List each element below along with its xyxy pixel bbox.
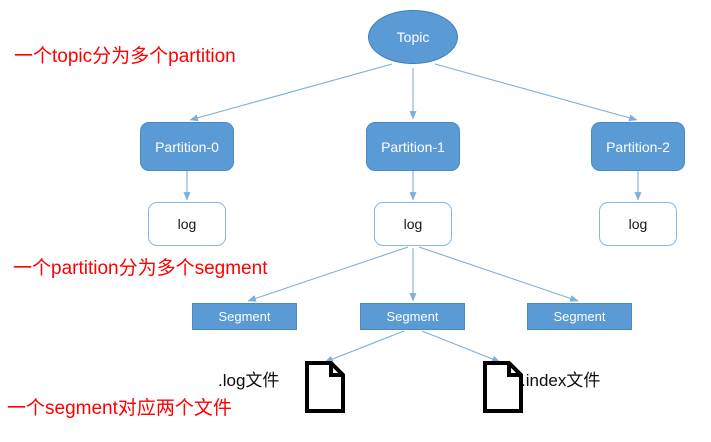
node-segment-2[interactable]: Segment: [527, 303, 632, 330]
document-icon: [305, 361, 345, 413]
annotation-partition-segment: 一个partition分为多个segment: [13, 258, 268, 279]
edge-log-segment-0: [247, 246, 409, 302]
node-partition-2-label: Partition-2: [606, 138, 670, 155]
node-segment-0[interactable]: Segment: [192, 303, 297, 330]
annotation-segment-files: 一个segment对应两个文件: [7, 398, 232, 419]
node-topic[interactable]: Topic: [368, 10, 458, 64]
file-label-index: .index文件: [521, 371, 601, 390]
node-partition-0-label: Partition-0: [155, 138, 219, 155]
annotation-topic-partition: 一个topic分为多个partition: [14, 46, 236, 67]
node-partition-0[interactable]: Partition-0: [140, 122, 234, 171]
node-segment-1-label: Segment: [386, 309, 439, 324]
node-segment-2-label: Segment: [553, 309, 606, 324]
node-partition-1-label: Partition-1: [381, 138, 445, 155]
node-partition-2[interactable]: Partition-2: [591, 122, 685, 171]
edge-log-segment-2: [418, 246, 579, 302]
node-log-2[interactable]: log: [599, 202, 677, 246]
edge-topic-partition-0: [189, 63, 393, 122]
edge-segment-log-file: [324, 330, 405, 363]
edge-segment-index-file: [421, 330, 501, 363]
edge-topic-partition-2: [434, 63, 638, 122]
node-topic-label: Topic: [396, 29, 430, 45]
node-log-0-label: log: [177, 216, 197, 232]
node-segment-1[interactable]: Segment: [360, 303, 465, 330]
node-log-0[interactable]: log: [148, 202, 226, 246]
node-partition-1[interactable]: Partition-1: [366, 122, 460, 171]
file-label-log: .log文件: [218, 371, 280, 390]
node-log-1[interactable]: log: [374, 202, 452, 246]
node-segment-0-label: Segment: [218, 309, 271, 324]
document-icon: [483, 361, 523, 413]
node-log-2-label: log: [628, 216, 648, 232]
node-log-1-label: log: [403, 216, 423, 232]
